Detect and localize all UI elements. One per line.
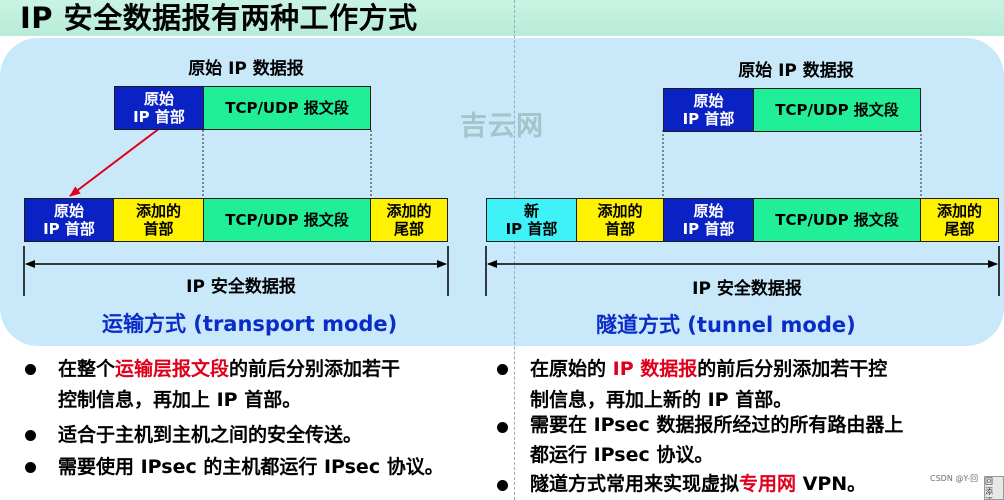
- right-bullet-1-line1: 在原始的 IP 数据报的前后分别添加若干控: [530, 354, 887, 385]
- right-bullet-1-dot: [497, 364, 508, 375]
- tunnel-added-trailer-line2: 尾部: [944, 220, 975, 238]
- right-bullet-3: 隧道方式常用来实现虚拟专用网 VPN。: [530, 469, 866, 500]
- transport-orig-segment-label: TCP/UDP 报文段: [225, 99, 349, 117]
- transport-orig-header-line1: 原始: [143, 90, 174, 108]
- tunnel-segment-label: TCP/UDP 报文段: [775, 211, 899, 229]
- tunnel-orig-header-top-line2: IP 首部: [682, 110, 735, 128]
- transport-added-header: 添加的首部: [113, 198, 204, 242]
- right-bullet-2-dot: [497, 422, 508, 433]
- transport-orig-segment: TCP/UDP 报文段: [203, 86, 371, 130]
- transport-added-trailer-line2: 尾部: [393, 220, 424, 238]
- qr-code-thumbnail: 回 添 添: [984, 476, 1004, 500]
- transport-added-header-line1: 添加的: [135, 202, 181, 220]
- tunnel-orig-header-line1: 原始: [693, 202, 724, 220]
- transport-segment-label: TCP/UDP 报文段: [225, 211, 349, 229]
- transport-mode-label: 运输方式 (transport mode): [102, 312, 398, 336]
- tunnel-secure-label: IP 安全数据报: [692, 279, 802, 299]
- left-bullet-2: 适合于主机到主机之间的安全传送。: [58, 424, 363, 446]
- tunnel-orig-segment-top: TCP/UDP 报文段: [753, 88, 921, 132]
- left-bullet-1-highlight: 运输层报文段: [115, 358, 230, 380]
- left-bullet-3-dot: [25, 462, 36, 473]
- transport-secure-label: IP 安全数据报: [186, 277, 296, 297]
- tunnel-added-trailer: 添加的尾部: [920, 198, 999, 242]
- right-bullet-1-post: 的前后分别添加若干控: [697, 358, 888, 380]
- transport-copy-arrow: [69, 127, 161, 197]
- tunnel-original-label: 原始 IP 数据报: [738, 61, 854, 81]
- left-bullet-1-line1: 在整个运输层报文段的前后分别添加若干: [58, 354, 400, 385]
- csdn-credit: CSDN @Y-回: [930, 474, 979, 483]
- transport-added-trailer-line1: 添加的: [386, 202, 432, 220]
- tunnel-new-header-line1: 新: [523, 202, 539, 220]
- tunnel-added-header-line2: 首部: [604, 220, 635, 238]
- transport-added-trailer: 添加的尾部: [370, 198, 448, 242]
- right-bullet-3-dot: [497, 480, 508, 491]
- tunnel-orig-header-line2: IP 首部: [682, 220, 735, 238]
- center-divider: [514, 0, 515, 500]
- left-bullet-1-dot: [25, 364, 36, 375]
- right-bullet-2-line2: 都运行 IPsec 协议。: [530, 444, 714, 466]
- tunnel-added-trailer-line1: 添加的: [936, 202, 982, 220]
- right-bullet-3-post: VPN。: [796, 473, 867, 495]
- left-bullet-2-dot: [25, 430, 36, 441]
- tunnel-segment: TCP/UDP 报文段: [753, 198, 921, 242]
- right-bullet-2-line1: 需要在 IPsec 数据报所经过的所有路由器上: [530, 414, 904, 436]
- left-bullet-1-line2: 控制信息，再加上 IP 首部。: [58, 389, 302, 411]
- tunnel-added-header: 添加的首部: [576, 198, 664, 242]
- right-bullet-1-highlight: IP 数据报: [612, 358, 698, 380]
- transport-header-line1: 原始: [53, 202, 84, 220]
- tunnel-orig-header-top-line1: 原始: [693, 92, 724, 110]
- page-title: IP 安全数据报有两种工作方式: [20, 1, 418, 35]
- right-bullet-3-pre: 隧道方式常用来实现虚拟: [530, 473, 740, 495]
- transport-original-label: 原始 IP 数据报: [188, 59, 304, 79]
- left-bullet-1-post: 的前后分别添加若干: [229, 358, 401, 380]
- left-bullet-3: 需要使用 IPsec 的主机都运行 IPsec 协议。: [58, 456, 444, 478]
- tunnel-mode-label: 隧道方式 (tunnel mode): [596, 313, 856, 337]
- title-bar: [0, 0, 1004, 36]
- transport-orig-header-line2: IP 首部: [133, 108, 185, 126]
- tunnel-new-header-line2: IP 首部: [505, 220, 558, 238]
- right-bullet-1-pre: 在原始的: [530, 358, 613, 380]
- right-bullet-1-line2: 制信息，再加上新的 IP 首部。: [530, 389, 793, 411]
- transport-header-line2: IP 首部: [43, 220, 95, 238]
- tunnel-orig-segment-top-label: TCP/UDP 报文段: [775, 101, 899, 119]
- tunnel-added-header-line1: 添加的: [597, 202, 643, 220]
- right-bullet-3-highlight: 专用网: [739, 473, 797, 495]
- transport-segment: TCP/UDP 报文段: [203, 198, 371, 242]
- transport-added-header-line2: 首部: [143, 220, 174, 238]
- left-bullet-1-pre: 在整个: [58, 358, 116, 380]
- watermark: 吉云网: [460, 111, 544, 142]
